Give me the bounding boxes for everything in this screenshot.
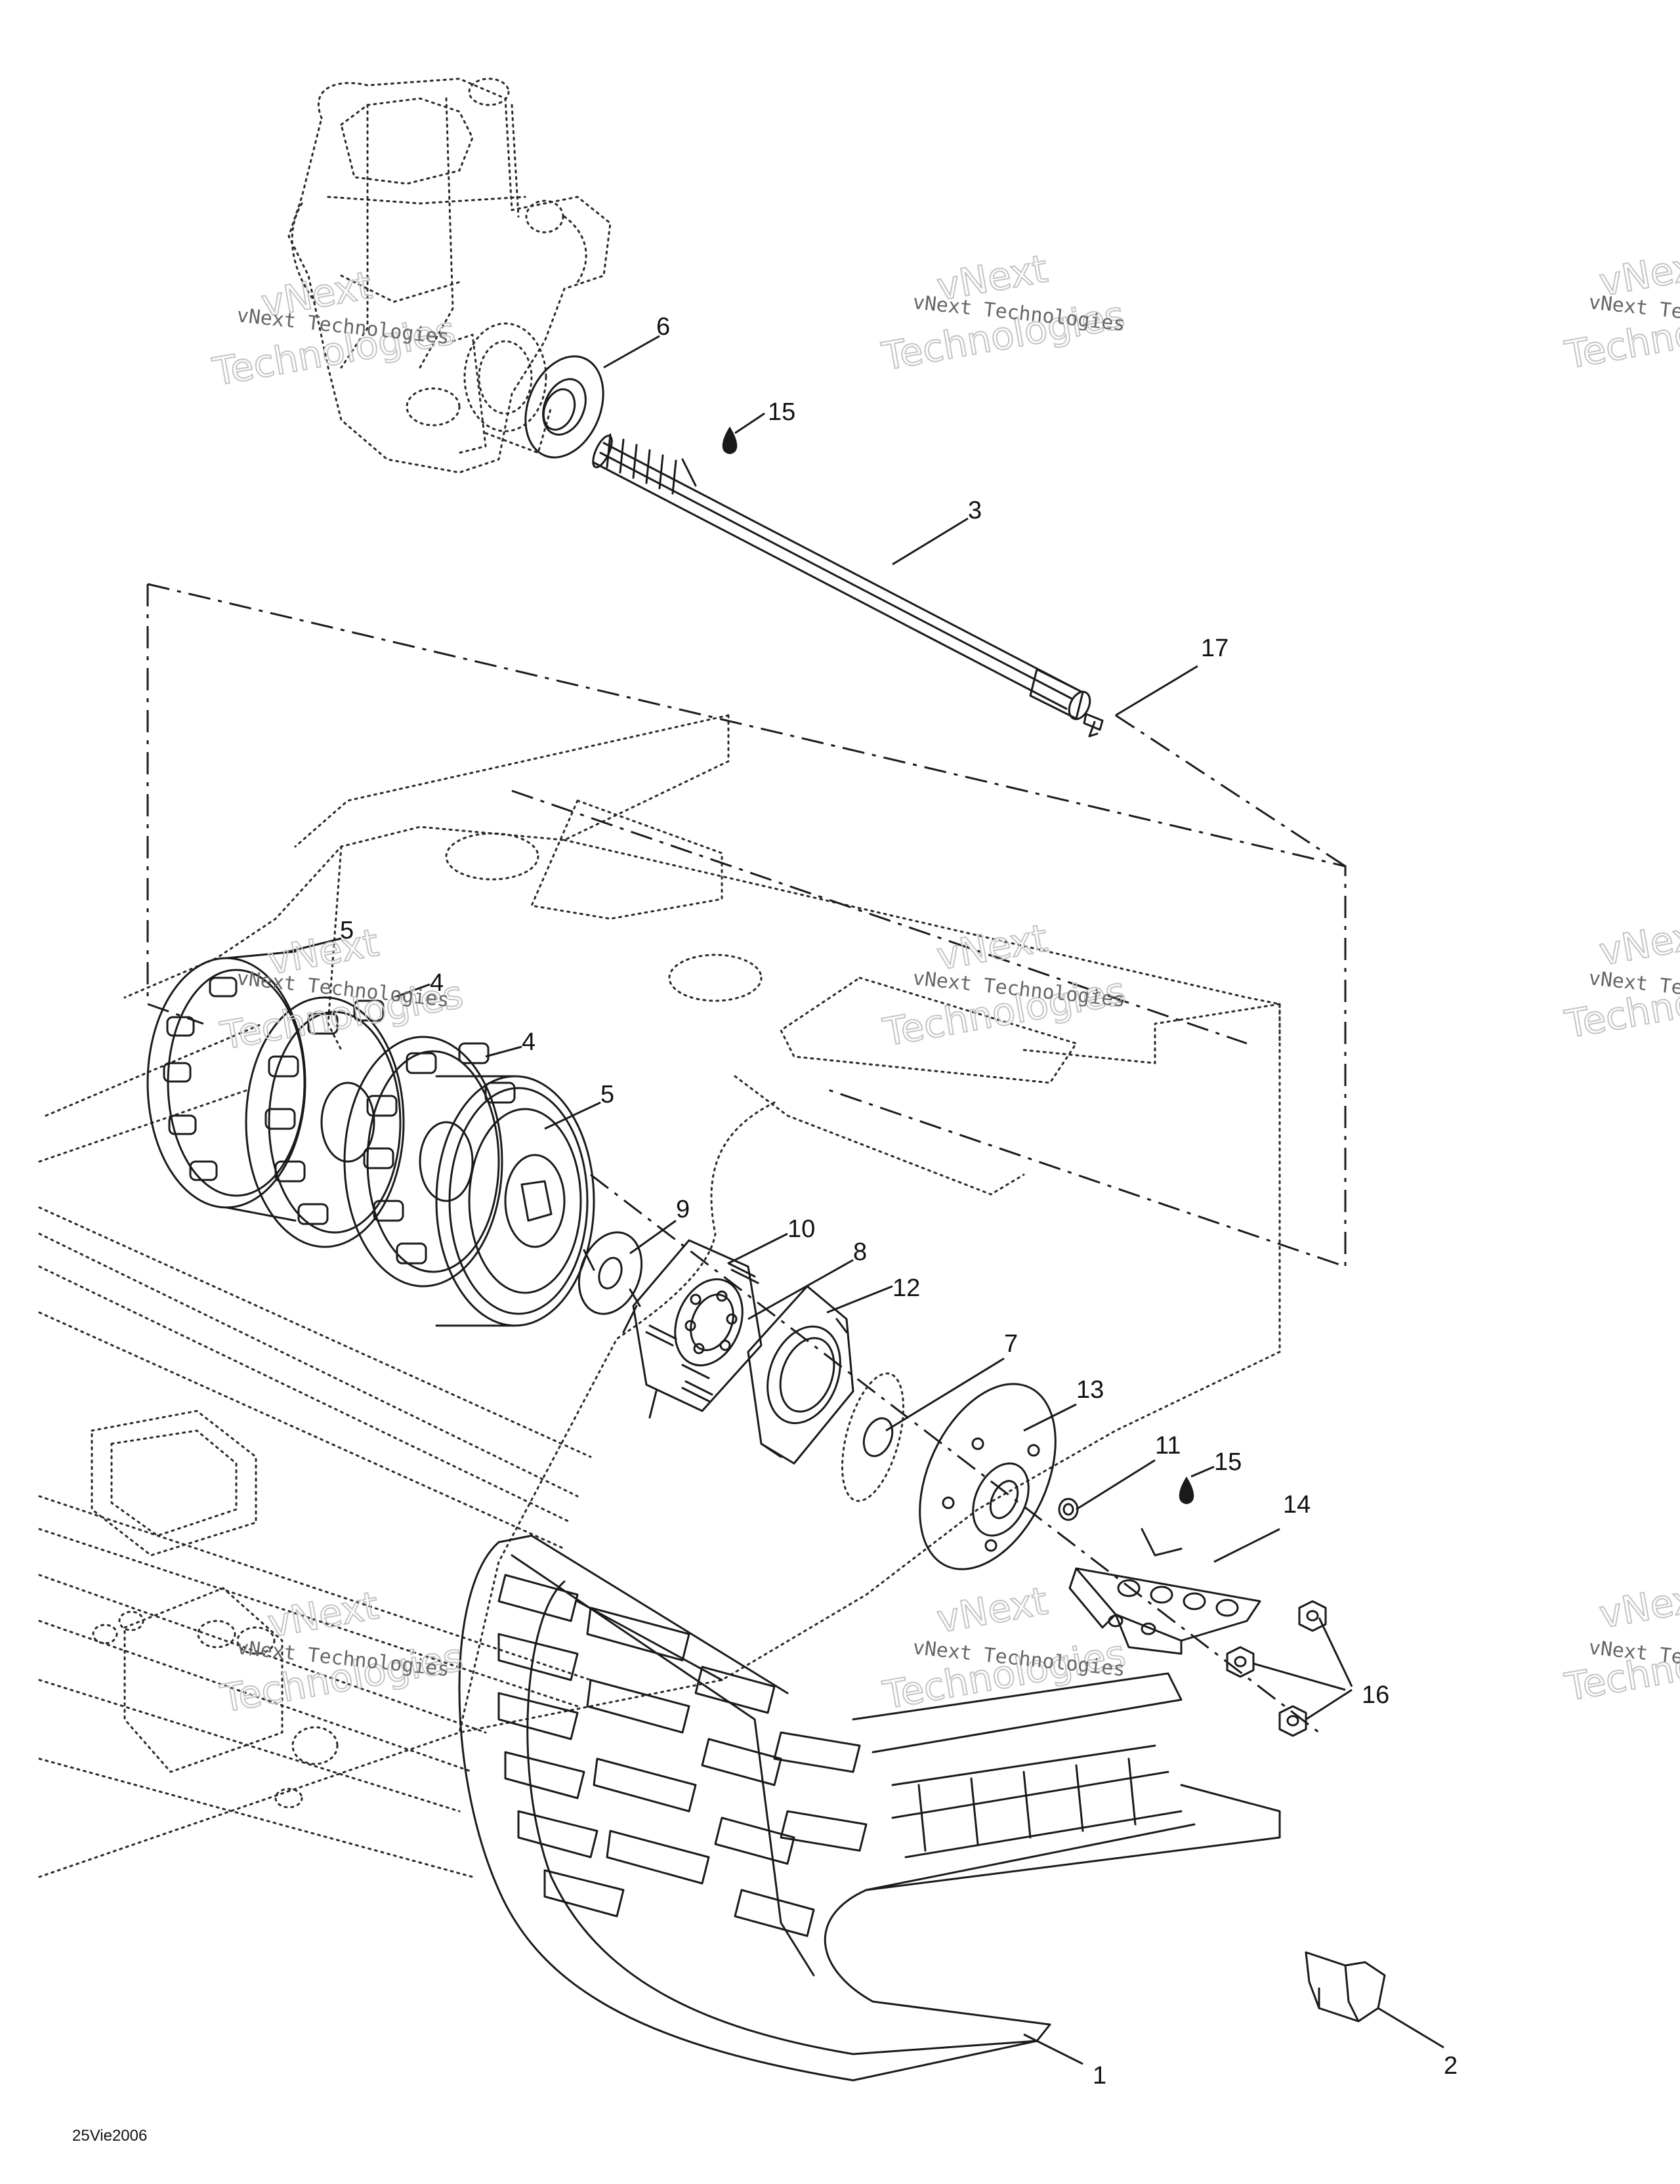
callout-7: 7 <box>1004 1330 1018 1358</box>
part-6-seal <box>524 355 604 459</box>
chassis-frame <box>38 714 1281 1878</box>
part-2-clip <box>1305 1951 1386 2023</box>
callout-4-right: 4 <box>522 1028 536 1056</box>
callout-5-left: 5 <box>340 917 354 944</box>
watermarks: vNext Technologies vNext Technologies vN… <box>209 241 1680 1722</box>
callout-10: 10 <box>788 1215 815 1243</box>
part-7-circlip <box>841 1372 905 1502</box>
callout-leaders <box>288 335 1444 2065</box>
callout-13: 13 <box>1076 1376 1104 1404</box>
part-9-spacer <box>578 1231 643 1315</box>
callout-11: 11 <box>1155 1432 1181 1460</box>
part-3-drive-axle <box>592 433 1091 721</box>
part-15-grease-drop-upper <box>722 427 738 454</box>
shaft-end-axis <box>1115 714 1346 868</box>
callout-5-right: 5 <box>600 1081 614 1108</box>
part-13-plate <box>919 1383 1057 1570</box>
watermark-word1: vNext <box>934 1578 1051 1641</box>
part-12-flange <box>747 1285 854 1465</box>
callout-9: 9 <box>676 1196 690 1223</box>
part-16-nuts <box>1226 1600 1327 1737</box>
callout-labels: 6 15 3 17 5 4 4 5 9 10 8 12 7 13 11 15 1… <box>340 313 1458 2090</box>
callout-4-left: 4 <box>430 969 444 997</box>
callout-2: 2 <box>1444 2052 1458 2080</box>
part-11-nut <box>1058 1498 1079 1521</box>
callout-17: 17 <box>1201 635 1228 662</box>
part-14-bracket <box>1068 1528 1261 1655</box>
callout-14: 14 <box>1283 1491 1311 1519</box>
callout-15-upper: 15 <box>768 398 795 426</box>
assembly-axis-lower <box>590 1173 1320 1734</box>
assembly-boundary <box>146 583 1347 1269</box>
sprocket-assembly <box>146 950 595 1327</box>
part-1-track <box>458 1534 1281 2082</box>
callout-3: 3 <box>968 497 982 524</box>
date-code: 25Vie2006 <box>72 2127 147 2145</box>
watermark-word1-edge: vNext <box>1596 1574 1680 1637</box>
chaincase-housing <box>287 77 612 474</box>
watermark-word1-edge: vNext <box>1596 911 1680 974</box>
part-10-bearing-housing <box>622 1239 763 1419</box>
part-8-bearing <box>674 1278 744 1367</box>
callout-1: 1 <box>1093 2062 1106 2090</box>
callout-16: 16 <box>1362 1681 1389 1709</box>
callout-12: 12 <box>892 1274 920 1302</box>
callout-15-lower: 15 <box>1214 1448 1242 1476</box>
callout-8: 8 <box>853 1238 867 1266</box>
callout-6: 6 <box>656 313 670 341</box>
part-17-screw <box>1083 713 1104 738</box>
part-15-grease-drop-lower <box>1179 1477 1194 1504</box>
shaft-axis-line <box>511 789 1248 1045</box>
